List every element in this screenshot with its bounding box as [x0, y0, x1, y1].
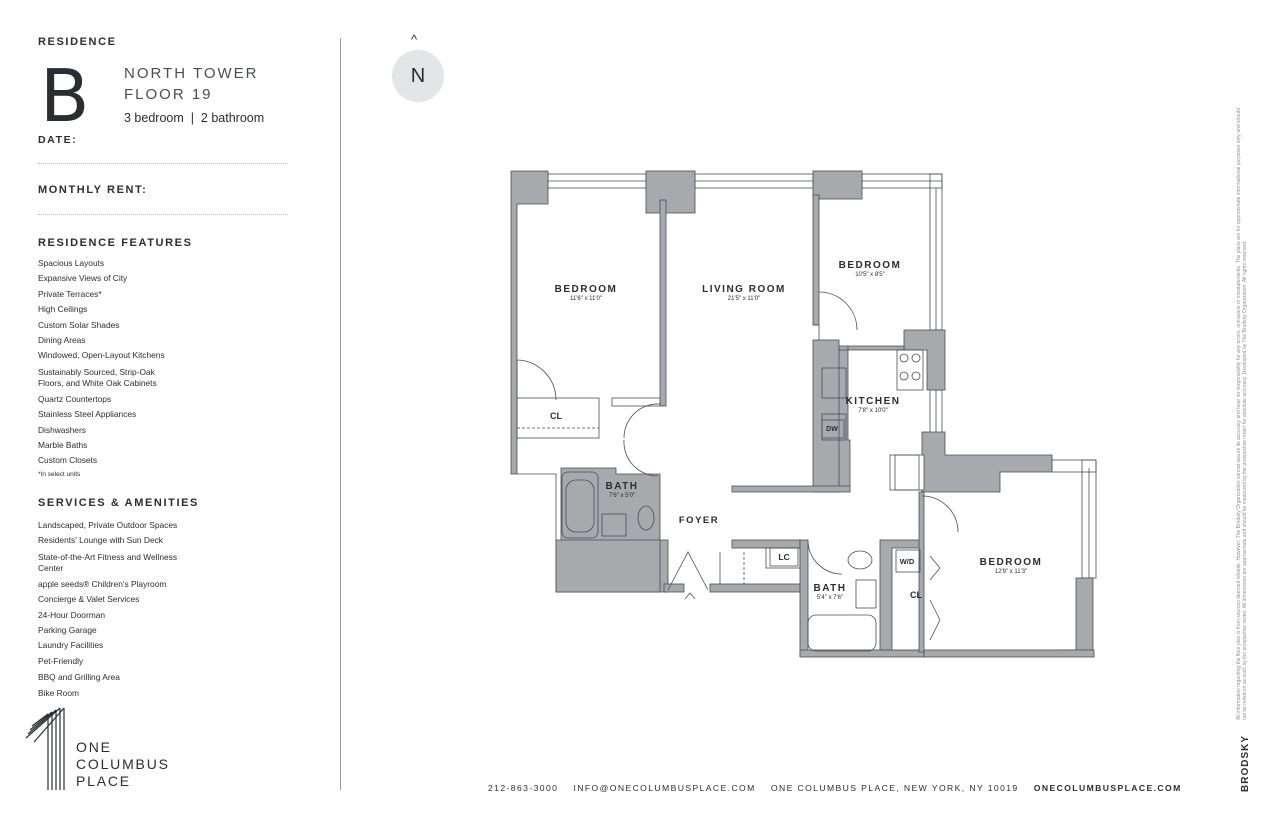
list-item: Spacious Layouts — [38, 258, 105, 268]
residence-label: RESIDENCE — [38, 36, 117, 48]
list-item: apple seeds® Children's Playroom — [38, 578, 167, 589]
footer-email[interactable]: INFO@ONECOLUMBUSPLACE.COM — [573, 783, 756, 793]
floor-plan: BEDROOM 11'6" x 11'0" LIVING ROOM 21'5" … — [510, 170, 1097, 658]
logo-line: PLACE — [76, 773, 131, 789]
room-name: BATH — [605, 481, 638, 492]
room-dims: 10'5" x 8'5" — [855, 272, 885, 278]
list-item: Private Terraces* — [38, 288, 102, 299]
list-item: Parking Garage — [38, 625, 97, 636]
room-dims: 7'8" x 10'0" — [858, 408, 888, 414]
closet-tag: CL — [910, 590, 922, 600]
list-item: Sustainably Sourced, Strip-Oak — [38, 366, 155, 377]
list-item: Dining Areas — [38, 335, 86, 346]
footer-phone[interactable]: 212-863-3000 — [488, 783, 559, 793]
linen-closet-tag: LC — [778, 552, 789, 562]
features-list: Spacious Layouts Expansive Views of City… — [38, 256, 165, 480]
bed-bath-summary: 3 bedroom | 2 bathroom — [124, 111, 265, 125]
list-item: Pet-Friendly — [38, 655, 84, 666]
room-name: BEDROOM — [839, 260, 902, 271]
list-item: Residents' Lounge with Sun Deck — [38, 535, 163, 546]
footer-website[interactable]: ONECOLUMBUSPLACE.COM — [1033, 783, 1182, 793]
list-item: Windowed, Open-Layout Kitchens — [38, 350, 165, 361]
room-name: BEDROOM — [980, 557, 1043, 568]
washer-dryer-tag: W/D — [900, 557, 915, 566]
closet-tag: CL — [550, 411, 562, 421]
footer-address: ONE COLUMBUS PLACE, NEW YORK, NY 10019 — [770, 783, 1019, 793]
room-dims: 12'9" x 11'3" — [995, 569, 1027, 575]
divider-rule — [38, 214, 288, 215]
room-dims: 21'5" x 11'0" — [728, 296, 760, 302]
logo-line: ONE — [76, 739, 112, 755]
room-dims: 5'4" x 7'6" — [817, 595, 843, 601]
logo-line: COLUMBUS — [76, 756, 170, 772]
walls — [510, 170, 1095, 658]
room-name: KITCHEN — [846, 396, 901, 407]
tower-line-2: FLOOR 19 — [124, 86, 213, 103]
list-item: Stainless Steel Appliances — [38, 409, 137, 420]
list-item: Custom Closets — [38, 455, 98, 466]
features-title: RESIDENCE FEATURES — [38, 237, 193, 249]
room-name: BEDROOM — [555, 284, 618, 295]
list-item: Concierge & Valet Services — [38, 594, 140, 605]
brand-wordmark: BRODSKY — [1240, 734, 1251, 792]
list-item: Dishwashers — [38, 424, 86, 435]
date-label: DATE: — [38, 134, 78, 146]
room-dims: 7'6" x 5'0" — [609, 493, 635, 499]
list-item: High Ceilings — [38, 304, 88, 315]
room-name: LIVING ROOM — [702, 284, 786, 295]
list-item: 24-Hour Doorman — [38, 609, 106, 620]
list-item: Custom Solar Shades — [38, 319, 120, 330]
list-item: Expansive Views of City — [38, 273, 128, 284]
column-divider — [340, 38, 341, 790]
logo-wordmark: ONE COLUMBUS PLACE — [76, 739, 170, 790]
list-item: State-of-the-Art Fitness and Wellness — [38, 551, 178, 562]
list-item: Floors, and White Oak Cabinets — [38, 377, 157, 388]
logo-mark-icon — [25, 707, 65, 790]
footer-contact: 212-863-3000 INFO@ONECOLUMBUSPLACE.COM O… — [488, 783, 1182, 793]
list-item: Quartz Countertops — [38, 393, 112, 404]
list-item: Center — [38, 562, 64, 573]
list-item: Bike Room — [38, 688, 79, 699]
legal-disclaimer: All information regarding the floor plan… — [1236, 108, 1248, 720]
compass-badge: N — [392, 50, 444, 102]
dishwasher-tag: DW — [826, 426, 838, 433]
room-name: FOYER — [679, 515, 719, 526]
amenities-list: Landscaped, Private Outdoor Spaces Resid… — [38, 518, 177, 702]
room-name: BATH — [813, 583, 846, 594]
features-note: *In select units — [38, 470, 81, 478]
monthly-rent-label: MONTHLY RENT: — [38, 184, 148, 196]
room-dims: 11'6" x 11'0" — [570, 296, 602, 302]
north-arrow-icon: ^ — [411, 32, 418, 47]
divider-rule — [38, 163, 288, 164]
list-item: BBQ and Grilling Area — [38, 672, 120, 683]
list-item: Marble Baths — [38, 440, 88, 451]
residence-letter: B — [40, 54, 90, 138]
tower-line-1: NORTH TOWER — [124, 65, 259, 82]
list-item: Laundry Facilities — [38, 640, 104, 651]
list-item: Landscaped, Private Outdoor Spaces — [38, 520, 178, 530]
amenities-title: SERVICES & AMENITIES — [38, 497, 199, 509]
